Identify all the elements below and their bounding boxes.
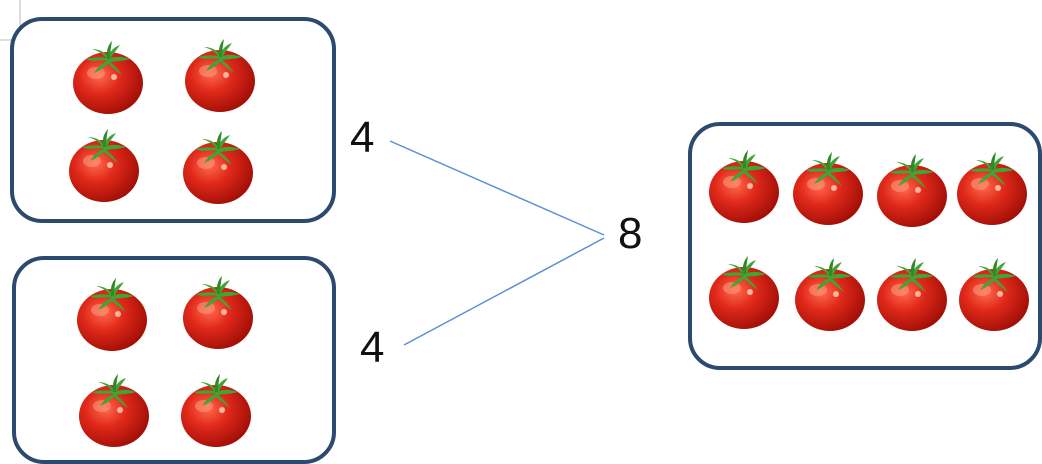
tomato-icon bbox=[182, 35, 258, 113]
tomato-icon bbox=[706, 146, 782, 224]
tomato-group-box-top bbox=[10, 17, 336, 223]
tomato-icon bbox=[954, 148, 1030, 226]
tomato-icon bbox=[180, 127, 256, 205]
tomato-group-box-bottom bbox=[12, 256, 336, 464]
tomato-group-box-total bbox=[688, 122, 1042, 370]
tomato-icon bbox=[874, 150, 950, 228]
tomato-icon bbox=[792, 254, 868, 332]
tomato-icon bbox=[706, 252, 782, 330]
whole-number: 8 bbox=[618, 209, 643, 258]
tomato-icon bbox=[874, 254, 950, 332]
tomato-icon bbox=[66, 125, 142, 203]
part-number-top: 4 bbox=[350, 113, 375, 162]
tomato-icon bbox=[76, 370, 152, 448]
tomato-icon bbox=[790, 148, 866, 226]
part-number-bottom: 4 bbox=[360, 323, 385, 372]
connector-line-bottom bbox=[403, 237, 605, 346]
tomato-icon bbox=[70, 37, 146, 115]
tomato-icon bbox=[178, 370, 254, 448]
connector-line-top bbox=[389, 140, 605, 236]
tomato-icon bbox=[74, 274, 150, 352]
tomato-icon bbox=[180, 272, 256, 350]
tomato-icon bbox=[956, 254, 1032, 332]
